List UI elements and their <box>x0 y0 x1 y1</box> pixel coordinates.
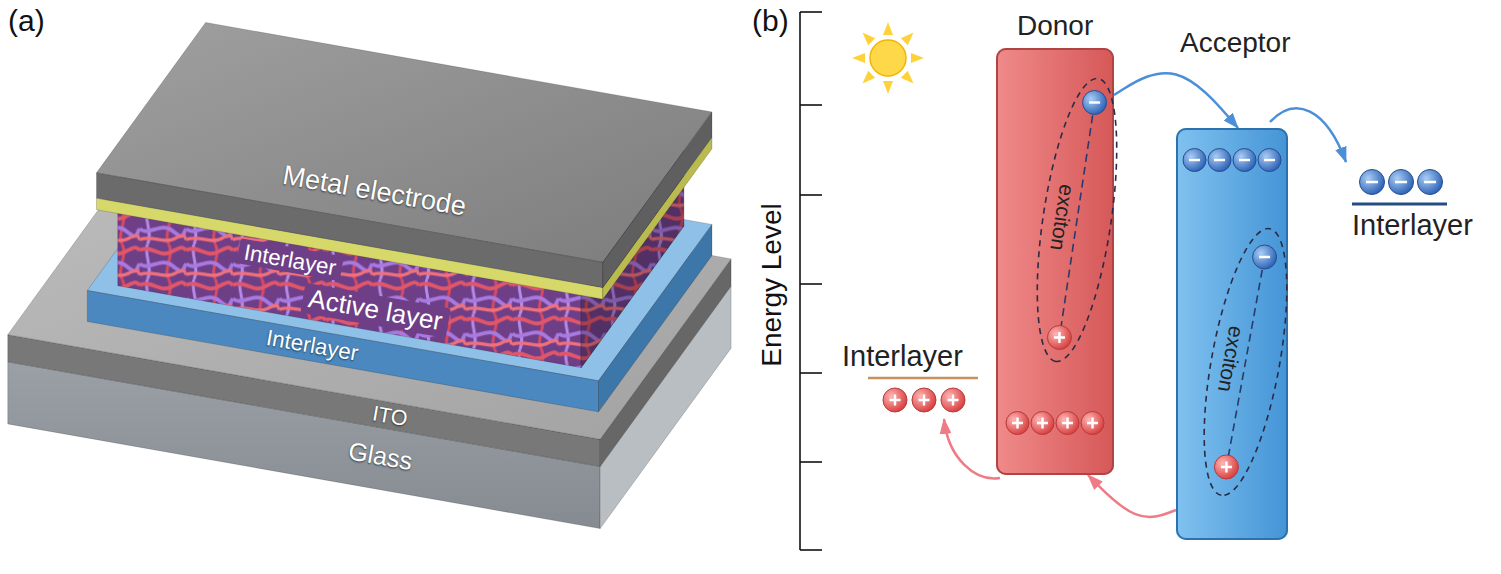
layer-label: Interlayer <box>236 238 344 281</box>
material-heading: Donor <box>1017 10 1093 42</box>
donor-fill <box>996 48 1114 475</box>
axis-tick <box>800 11 822 13</box>
acceptor-box: Acceptorexciton <box>1176 128 1288 540</box>
layer-label: Metal electrode <box>280 160 468 223</box>
exciton-ellipse: exciton <box>1185 220 1305 503</box>
axis-tick <box>800 549 822 551</box>
metal-side <box>603 112 712 288</box>
axis-tick <box>800 104 822 106</box>
exciton-outline <box>1185 220 1305 503</box>
exciton-ellipse-outline <box>1022 73 1132 366</box>
axis-tick <box>800 372 822 374</box>
axis-tick <box>800 461 822 463</box>
panel-letter: (a) <box>8 4 45 39</box>
hole-ball <box>1047 325 1071 349</box>
acceptor-fill <box>1176 128 1288 540</box>
electron-ball <box>1252 245 1276 269</box>
hole-row <box>1006 412 1104 435</box>
metal-top <box>97 23 712 263</box>
exciton-label: exciton <box>1045 182 1079 251</box>
axis-tick <box>800 194 822 196</box>
interlayer-label: Interlayer <box>842 340 963 373</box>
layer-label: ITO <box>370 401 409 431</box>
interlayer-level <box>1352 170 1447 205</box>
transfer-arrow <box>1088 475 1176 517</box>
axis-label: Energy Level <box>756 203 788 366</box>
exciton-ellipse-outline <box>1187 223 1302 502</box>
panel-letter: (b) <box>752 4 789 39</box>
exciton-outline <box>1019 71 1133 368</box>
electron-row <box>1183 149 1281 172</box>
electron-ball <box>1082 90 1106 114</box>
layer-label: Glass <box>346 437 415 477</box>
sun-icon <box>852 22 924 94</box>
material-heading: Acceptor <box>1180 27 1291 59</box>
transfer-arrow <box>1114 73 1238 128</box>
device-stack <box>8 23 731 529</box>
axis-tick <box>800 283 822 285</box>
hole-ball <box>1214 455 1238 479</box>
interlayer-label: Interlayer <box>1352 209 1473 242</box>
exciton-label: exciton <box>1212 324 1248 394</box>
layer-label: Interlayer <box>264 325 360 366</box>
energy-axis <box>800 12 822 550</box>
exciton-ellipse: exciton <box>1019 71 1133 368</box>
interlayer-level <box>868 378 978 412</box>
panel-a-labels: Metal electrodeInterlayerActive layerInt… <box>0 0 1456 557</box>
donor-box: Donorexciton <box>996 48 1114 475</box>
transfer-arrow <box>944 419 1000 478</box>
transfer-arrow <box>1270 108 1346 162</box>
layer-label: Active layer <box>301 282 451 337</box>
axis-line <box>799 12 801 550</box>
